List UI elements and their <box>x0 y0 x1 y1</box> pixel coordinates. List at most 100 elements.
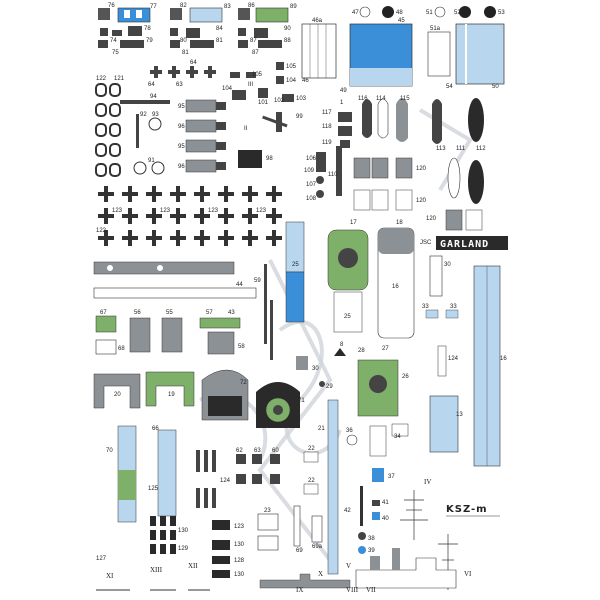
svg-text:26: 26 <box>402 374 409 380</box>
frame-19: 19 <box>145 371 195 407</box>
svg-text:128: 128 <box>234 558 245 564</box>
svg-text:45: 45 <box>398 18 405 24</box>
svg-text:122: 122 <box>96 76 107 82</box>
svg-text:IX: IX <box>296 586 303 594</box>
svg-text:123: 123 <box>160 208 171 214</box>
svg-text:79: 79 <box>146 38 153 44</box>
svg-text:58: 58 <box>238 344 245 350</box>
svg-text:16: 16 <box>500 356 507 362</box>
svg-text:87: 87 <box>250 38 257 44</box>
svg-text:99: 99 <box>296 114 303 120</box>
svg-text:107: 107 <box>306 182 317 188</box>
svg-text:46a: 46a <box>312 18 323 24</box>
svg-text:70: 70 <box>106 448 113 454</box>
svg-text:98: 98 <box>266 156 273 162</box>
svg-text:22: 22 <box>308 478 315 484</box>
svg-text:121: 121 <box>114 76 125 82</box>
svg-text:60: 60 <box>272 448 279 454</box>
svg-text:20: 20 <box>114 392 121 398</box>
svg-text:87: 87 <box>252 50 259 56</box>
svg-text:59: 59 <box>254 278 261 284</box>
svg-text:71: 71 <box>298 398 305 404</box>
svg-text:50: 50 <box>492 84 499 90</box>
svg-text:95: 95 <box>178 144 185 150</box>
svg-text:105: 105 <box>252 72 263 78</box>
svg-text:30: 30 <box>444 262 451 268</box>
svg-text:92: 92 <box>140 112 147 118</box>
svg-text:63: 63 <box>254 448 261 454</box>
svg-text:56: 56 <box>134 310 141 316</box>
svg-text:115: 115 <box>400 96 410 102</box>
svg-text:1: 1 <box>340 100 344 106</box>
svg-text:66: 66 <box>152 426 159 432</box>
svg-text:104: 104 <box>286 78 297 84</box>
part-25-tower: 25 <box>285 221 305 323</box>
svg-text:38: 38 <box>368 536 375 542</box>
svg-text:124: 124 <box>448 356 459 362</box>
svg-text:69a: 69a <box>312 544 323 550</box>
svg-text:125: 125 <box>148 486 159 492</box>
svg-text:82: 82 <box>180 3 187 9</box>
svg-text:104: 104 <box>222 86 233 92</box>
hull-panel-45: 45 <box>349 18 413 87</box>
svg-text:8: 8 <box>340 342 344 348</box>
hull-strip-16: 16 <box>473 265 507 467</box>
svg-text:23: 23 <box>264 508 271 514</box>
svg-text:120: 120 <box>426 216 437 222</box>
svg-text:52: 52 <box>454 10 461 16</box>
svg-text:120: 120 <box>416 166 427 172</box>
roman-parts-bottom-left: XI XIII XII 127 <box>96 556 210 591</box>
svg-text:X: X <box>318 570 323 578</box>
svg-text:122: 122 <box>96 228 107 234</box>
svg-text:VII: VII <box>366 586 376 594</box>
svg-text:51: 51 <box>426 10 433 16</box>
svg-text:80: 80 <box>180 38 187 44</box>
long-bars-44: 44 <box>93 261 257 299</box>
svg-text:76: 76 <box>108 3 115 9</box>
svg-text:44: 44 <box>236 282 243 288</box>
svg-text:116: 116 <box>358 96 368 102</box>
svg-text:53: 53 <box>498 10 505 16</box>
svg-text:33: 33 <box>422 304 429 310</box>
svg-text:47: 47 <box>352 10 359 16</box>
svg-text:54: 54 <box>446 84 453 90</box>
svg-text:91: 91 <box>148 158 155 164</box>
svg-text:18: 18 <box>396 220 403 226</box>
publisher-logo: KSZ-m <box>446 504 500 517</box>
svg-text:101: 101 <box>258 100 269 106</box>
svg-text:90: 90 <box>284 26 291 32</box>
svg-text:67: 67 <box>100 310 107 316</box>
svg-text:29: 29 <box>326 384 333 390</box>
svg-text:84: 84 <box>216 26 223 32</box>
svg-text:96: 96 <box>178 124 185 130</box>
ring-parts <box>95 83 121 177</box>
svg-text:13: 13 <box>456 412 463 418</box>
nameplate: JSC GARLAND <box>420 236 508 250</box>
svg-text:109: 109 <box>304 168 315 174</box>
turret-71: 71 <box>256 382 305 428</box>
svg-text:39: 39 <box>368 548 375 554</box>
svg-text:II: II <box>244 126 248 132</box>
svg-text:118: 118 <box>322 124 332 130</box>
svg-text:102: 102 <box>274 98 285 104</box>
svg-text:36: 36 <box>346 428 353 434</box>
svg-text:89: 89 <box>290 4 297 10</box>
svg-text:95: 95 <box>178 104 185 110</box>
svg-text:111: 111 <box>456 146 466 152</box>
svg-text:22: 22 <box>308 446 315 452</box>
svg-text:130: 130 <box>178 528 189 534</box>
